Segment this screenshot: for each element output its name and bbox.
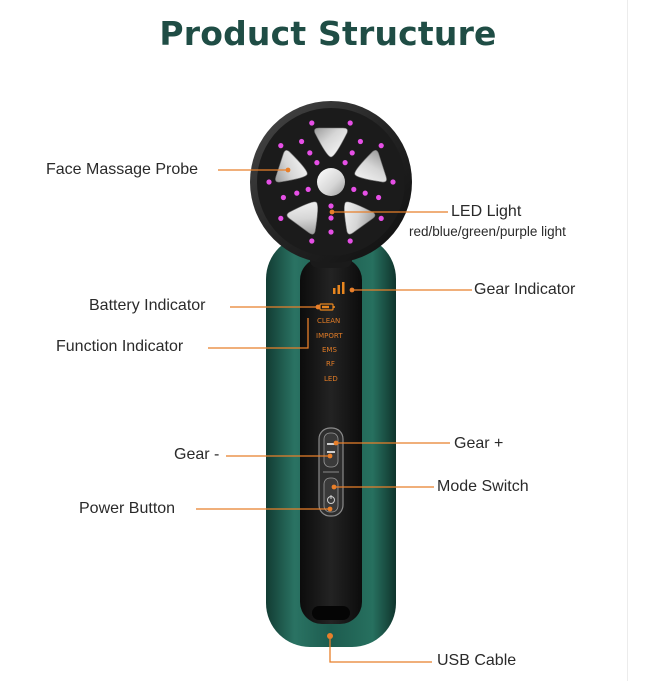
probe-electrode bbox=[275, 150, 308, 183]
led-dot bbox=[357, 138, 363, 145]
usb-port bbox=[327, 633, 333, 639]
led-dot bbox=[266, 179, 272, 185]
gear-minus-icon bbox=[327, 443, 335, 445]
label-led-light: LED Light bbox=[451, 203, 522, 220]
led-dot bbox=[309, 120, 315, 126]
led-dot bbox=[309, 238, 315, 244]
leader-function bbox=[208, 318, 309, 349]
function-mode-rf: RF bbox=[326, 360, 335, 368]
led-light-dots bbox=[266, 120, 396, 244]
face-massage-probe bbox=[250, 101, 412, 263]
function-mode-led: LED bbox=[324, 375, 338, 383]
probe-electrode bbox=[344, 201, 376, 235]
led-dot bbox=[328, 203, 334, 209]
probe-electrode bbox=[314, 127, 348, 158]
gear-indicator-bars bbox=[333, 282, 345, 294]
probe-electrode bbox=[354, 150, 387, 183]
led-dot bbox=[328, 215, 334, 221]
function-mode-clean: CLEAN bbox=[317, 317, 340, 325]
gear-plus-icon bbox=[327, 451, 335, 453]
label-gear-plus: Gear + bbox=[454, 435, 504, 452]
probe-electrodes bbox=[275, 127, 387, 235]
label-battery-indicator: Battery Indicator bbox=[89, 297, 206, 314]
function-mode-ems: EMS bbox=[322, 346, 337, 354]
function-indicator-list: CLEAN IMPORT EMS RF LED bbox=[316, 317, 343, 383]
label-face-massage-probe: Face Massage Probe bbox=[46, 161, 199, 178]
led-dot bbox=[307, 150, 313, 156]
led-dot bbox=[378, 143, 384, 149]
page-title: Product Structure bbox=[159, 14, 497, 53]
led-dot bbox=[280, 194, 286, 201]
label-power-button: Power Button bbox=[79, 500, 176, 517]
led-dot bbox=[328, 229, 334, 235]
led-dot bbox=[390, 179, 396, 185]
led-dot bbox=[278, 215, 284, 221]
center-electrode bbox=[317, 168, 345, 196]
led-dot bbox=[294, 190, 300, 196]
led-dot bbox=[278, 143, 284, 149]
label-led-colors: red/blue/green/purple light bbox=[409, 224, 566, 239]
label-gear-indicator: Gear Indicator bbox=[474, 281, 576, 298]
led-dot bbox=[299, 138, 305, 145]
gear-rocker[interactable] bbox=[323, 432, 339, 468]
led-dot bbox=[305, 186, 311, 192]
led-dot bbox=[378, 215, 384, 221]
panel-bottom-shade bbox=[312, 606, 350, 620]
led-dot bbox=[376, 194, 382, 201]
led-dot bbox=[349, 150, 355, 156]
led-dot bbox=[342, 160, 348, 166]
gear-buttons[interactable] bbox=[323, 432, 339, 468]
led-dot bbox=[362, 190, 368, 196]
led-dot bbox=[314, 160, 320, 166]
probe-electrode bbox=[286, 201, 318, 235]
label-gear-minus: Gear - bbox=[174, 446, 220, 463]
label-mode-switch: Mode Switch bbox=[437, 478, 529, 495]
led-dot bbox=[347, 120, 353, 126]
function-mode-import: IMPORT bbox=[316, 332, 343, 340]
label-usb-cable: USB Cable bbox=[437, 652, 517, 669]
leader-lines bbox=[196, 169, 472, 663]
page-edge-line bbox=[627, 0, 628, 681]
leader-dots bbox=[285, 167, 355, 512]
label-function-indicator: Function Indicator bbox=[56, 338, 184, 355]
leader-usb bbox=[329, 639, 432, 663]
led-dot bbox=[347, 238, 353, 244]
led-dot bbox=[351, 186, 357, 192]
